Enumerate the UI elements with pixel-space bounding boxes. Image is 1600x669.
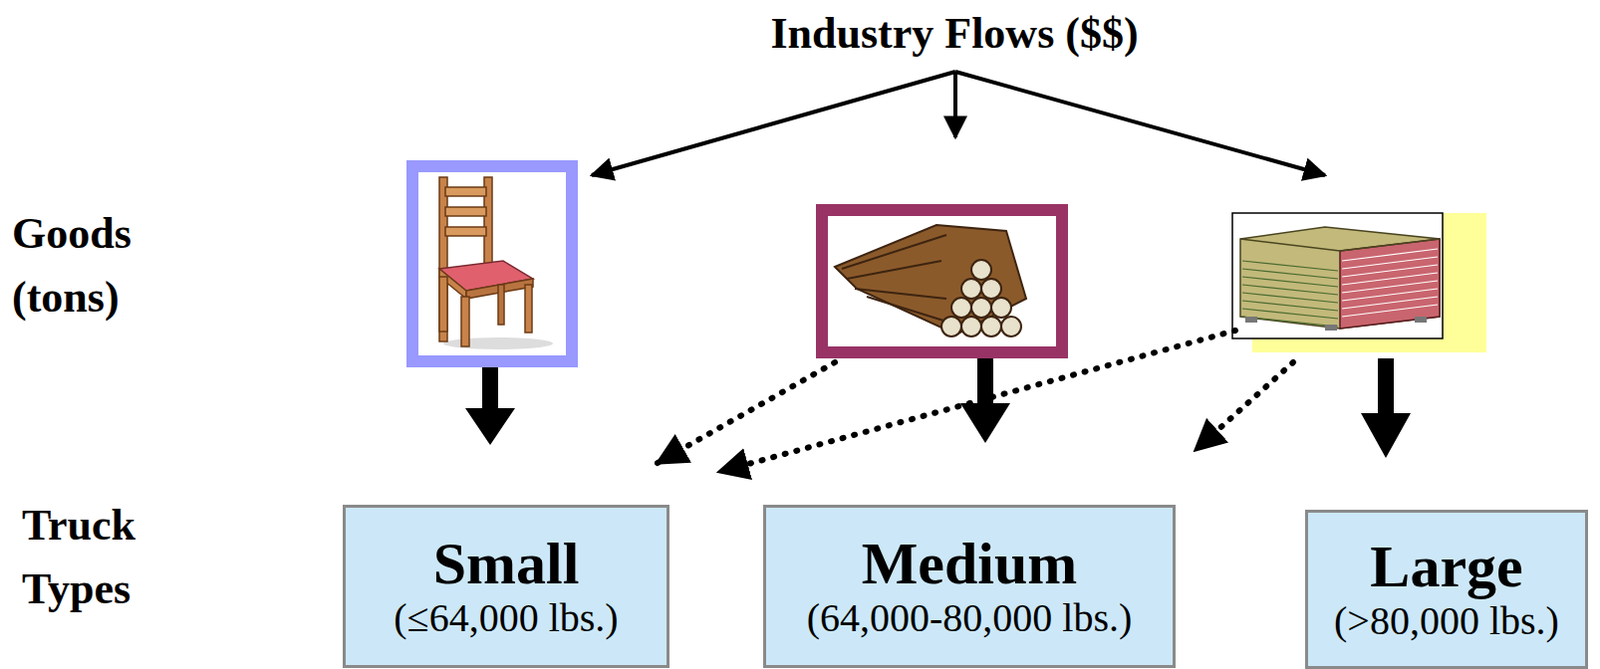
thick-arrow	[1360, 358, 1411, 459]
row-label: Goods (tons)	[11, 202, 172, 330]
truck-type-box: Medium(64,000-80,000 lbs.)	[763, 505, 1176, 669]
flow-arrow	[955, 71, 1326, 176]
thick-arrow	[960, 358, 1011, 444]
truck-type-box: Small(≤64,000 lbs.)	[342, 505, 670, 669]
chair-picture	[412, 166, 572, 362]
logs-picture	[821, 210, 1063, 353]
thick-arrow	[465, 367, 516, 446]
dotted-arrows	[657, 330, 1294, 473]
weight-range: (64,000-80,000 lbs.)	[806, 595, 1133, 642]
flow-arrow	[591, 71, 956, 176]
main-arrows	[465, 358, 1411, 459]
flow-arrows	[591, 71, 1326, 176]
truck-type-name: Large	[1369, 535, 1523, 599]
dotted-arrow	[1195, 362, 1294, 451]
truck-type-name: Small	[433, 533, 580, 596]
row-label: Truck Types	[21, 494, 182, 622]
truck-type-box: Large(>80,000 lbs.)	[1305, 510, 1589, 669]
flow-arrow	[953, 71, 958, 138]
weight-range: (≤64,000 lbs.)	[393, 595, 618, 642]
flow-heading: Industry Flows ($$)	[695, 1, 1214, 66]
lumber-picture	[1232, 213, 1487, 353]
weight-range: (>80,000 lbs.)	[1333, 598, 1560, 645]
truck-type-name: Medium	[861, 533, 1078, 596]
dotted-arrow	[719, 330, 1236, 473]
